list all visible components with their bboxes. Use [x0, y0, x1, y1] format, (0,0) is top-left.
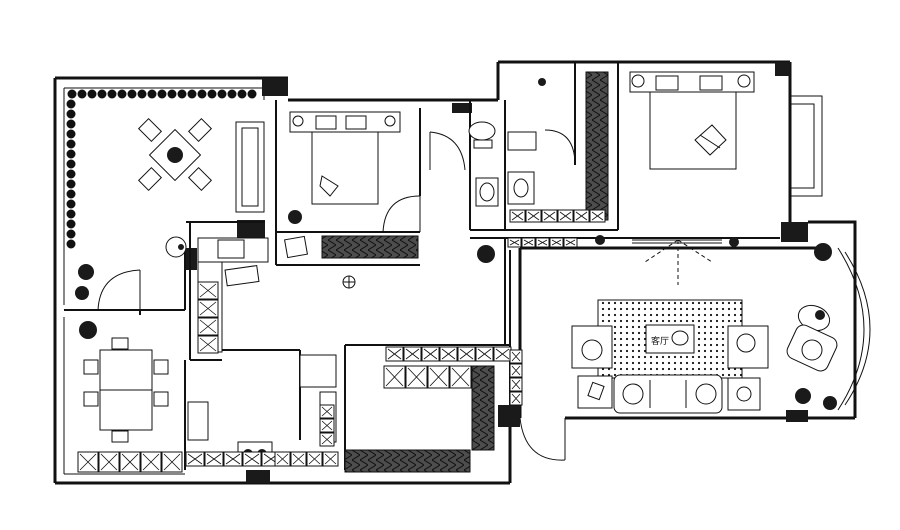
hedge-shrub — [217, 89, 227, 99]
hedge-shrub — [66, 189, 76, 199]
counter-cell — [541, 209, 558, 223]
hedge-shrub — [66, 199, 76, 209]
counter-cell — [204, 451, 224, 467]
counter-cell — [385, 346, 404, 362]
counter-cell — [242, 451, 262, 467]
planter-hedge — [66, 89, 257, 249]
counter-cell — [589, 209, 606, 223]
counter-cell — [521, 237, 536, 248]
counter-cell — [185, 451, 205, 467]
hedge-shrub — [66, 169, 76, 179]
counter-cell — [509, 391, 523, 406]
hedge-shrub — [187, 89, 197, 99]
hedge-shrub — [66, 119, 76, 129]
hedge-shrub — [97, 89, 107, 99]
counter-cell — [197, 281, 219, 300]
counter-cell — [509, 363, 523, 378]
hedge-shrub — [107, 89, 117, 99]
hedge-shrub — [66, 159, 76, 169]
counter-cell — [507, 237, 522, 248]
bathroom — [468, 121, 537, 207]
counter-cell — [449, 365, 472, 389]
hedge-shrub — [147, 89, 157, 99]
counter-cell — [119, 451, 141, 473]
counter-cell — [457, 346, 476, 362]
counter-cell — [98, 451, 120, 473]
hedge-shrub — [66, 219, 76, 229]
master-bedroom — [585, 71, 755, 221]
counter-cell — [322, 451, 339, 467]
counter-cell — [274, 451, 291, 467]
counter-cell — [509, 377, 523, 392]
potted-plants — [75, 78, 837, 410]
counter-cell — [197, 299, 219, 318]
hedge-shrub — [66, 209, 76, 219]
hedge-shrub — [137, 89, 147, 99]
outer-walls — [53, 60, 871, 485]
hedge-shrub — [237, 89, 247, 99]
counter-cell — [557, 209, 574, 223]
counter-cell — [290, 451, 307, 467]
counter-cell — [197, 335, 219, 354]
counter-cell — [223, 451, 243, 467]
hedge-shrub — [247, 89, 257, 99]
counter-cell — [549, 237, 564, 248]
pillars — [185, 62, 808, 483]
coffee-table-label: 客厅 — [651, 335, 669, 347]
counter-cell — [509, 209, 526, 223]
long-storage — [344, 365, 495, 473]
hedge-shrub — [157, 89, 167, 99]
counter-cell — [161, 451, 183, 473]
counter-cell — [439, 346, 458, 362]
counter-cell — [319, 404, 335, 419]
hedge-shrub — [127, 89, 137, 99]
counter-cell — [77, 451, 99, 473]
counter-cell — [563, 237, 578, 248]
hedge-shrub — [77, 89, 87, 99]
hedge-shrub — [66, 179, 76, 189]
counter-cell — [525, 209, 542, 223]
hedge-shrub — [177, 89, 187, 99]
hedge-shrub — [66, 229, 76, 239]
counter-cell — [319, 432, 335, 447]
terrace-tea-table — [137, 117, 213, 258]
hedge-shrub — [197, 89, 207, 99]
counter-cell — [403, 346, 422, 362]
counter-cell — [427, 365, 450, 389]
doors — [97, 129, 713, 461]
hedge-shrub — [67, 89, 77, 99]
hedge-shrub — [66, 99, 76, 109]
windows — [235, 95, 823, 244]
living-room: 客厅 — [571, 299, 838, 414]
hedge-shrub — [117, 89, 127, 99]
counter-units — [77, 209, 606, 473]
counter-cell — [306, 451, 323, 467]
hedge-shrub — [66, 129, 76, 139]
counter-cell — [509, 349, 523, 364]
dining-table — [83, 337, 169, 443]
counter-cell — [197, 317, 219, 336]
counter-cell — [383, 365, 406, 389]
counter-cell — [475, 346, 494, 362]
counter-cell — [405, 365, 428, 389]
counter-cell — [493, 346, 512, 362]
hedge-shrub — [66, 239, 76, 249]
hedge-shrub — [167, 89, 177, 99]
hedge-shrub — [87, 89, 97, 99]
counter-cell — [535, 237, 550, 248]
hedge-shrub — [66, 149, 76, 159]
counter-cell — [140, 451, 162, 473]
hedge-shrub — [207, 89, 217, 99]
bedroom-small — [284, 111, 419, 259]
counter-cell — [319, 418, 335, 433]
counter-cell — [573, 209, 590, 223]
hedge-shrub — [227, 89, 237, 99]
hedge-shrub — [66, 139, 76, 149]
counter-cell — [421, 346, 440, 362]
hedge-shrub — [66, 109, 76, 119]
